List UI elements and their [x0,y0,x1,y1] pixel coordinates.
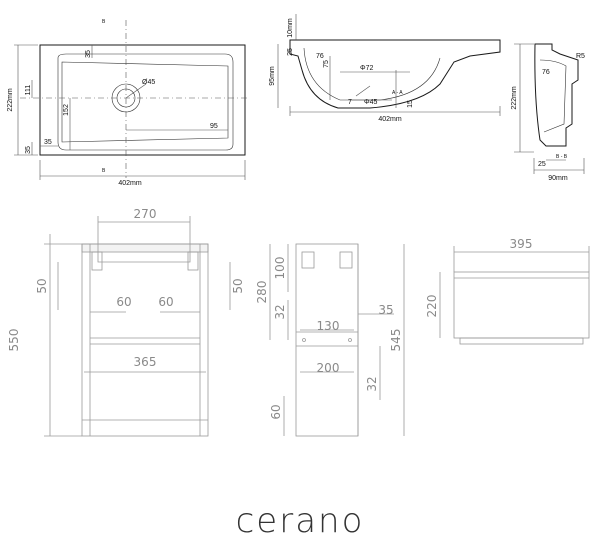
side-h280-label: 280 [255,281,269,304]
sectionA-h10-label: 10mm [287,18,294,38]
plan-b-bottom-label: B [102,168,106,174]
basin-plan-view [14,20,250,180]
sectionB-bb-label: B - B [556,154,568,160]
front-d60-right-label: 60 [158,295,173,309]
sectionA-d15-label: 15 [407,100,414,108]
sectionA-aa-label: A - A [392,90,403,96]
sectionA-d45-label: Φ45 [364,99,377,106]
front-h50-right-label: 50 [231,278,245,293]
sectionA-h25-label: 25 [287,48,294,56]
plan-b-top-label: B [102,19,106,25]
sectionB-r76-label: 76 [542,69,550,76]
side-h32-top-label: 32 [273,304,287,319]
plan-drain-label: Ø45 [142,79,155,86]
side-h60-label: 60 [269,404,283,419]
plan-width-label: 402mm [118,180,142,187]
side-h100-label: 100 [273,257,287,280]
plan-d152-label: 152 [63,104,70,116]
plan-d111-label: 111 [25,85,32,96]
cabinet-top-view [439,246,590,345]
front-h50-left-label: 50 [35,278,49,293]
front-w270-label: 270 [134,207,157,221]
sectionA-h95-label: 95mm [269,66,276,86]
cabinet-front-view [44,216,231,437]
sectionA-d7-label: 7 [348,99,352,106]
cabinet-side-view [269,243,405,437]
topview-h220-label: 220 [425,295,439,318]
side-h545-label: 545 [389,329,403,352]
sectionB-depth-label: 222mm [511,86,518,110]
brand-logo: cerano [236,501,365,541]
plan-d35-left-label: 35 [44,139,52,146]
sectionA-r76-label: 76 [316,53,324,60]
plan-d35-bottom-label: 35 [25,146,32,154]
topview-w395-label: 395 [510,237,533,251]
plan-d35-top-label: 35 [85,50,92,58]
plan-d95-label: 95 [210,123,218,130]
sectionA-d75-label: 75 [323,60,330,68]
front-w365-label: 365 [134,355,157,369]
sectionA-d72-label: Φ72 [360,65,373,72]
front-h550-label: 550 [7,329,21,352]
side-w130-label: 130 [317,319,340,333]
basin-section-aa [277,14,501,116]
side-w200-label: 200 [317,361,340,375]
sectionB-d25-label: 25 [538,161,546,168]
side-h32-bottom-label: 32 [365,376,379,391]
front-d60-left-label: 60 [116,295,131,309]
plan-depth-label: 222mm [7,88,14,112]
sectionB-r5-label: R5 [576,53,585,60]
sectionA-width-label: 402mm [378,116,402,123]
sectionB-w90-label: 90mm [548,175,568,182]
side-d35-label: 35 [378,303,393,317]
basin-section-bb [514,43,585,174]
